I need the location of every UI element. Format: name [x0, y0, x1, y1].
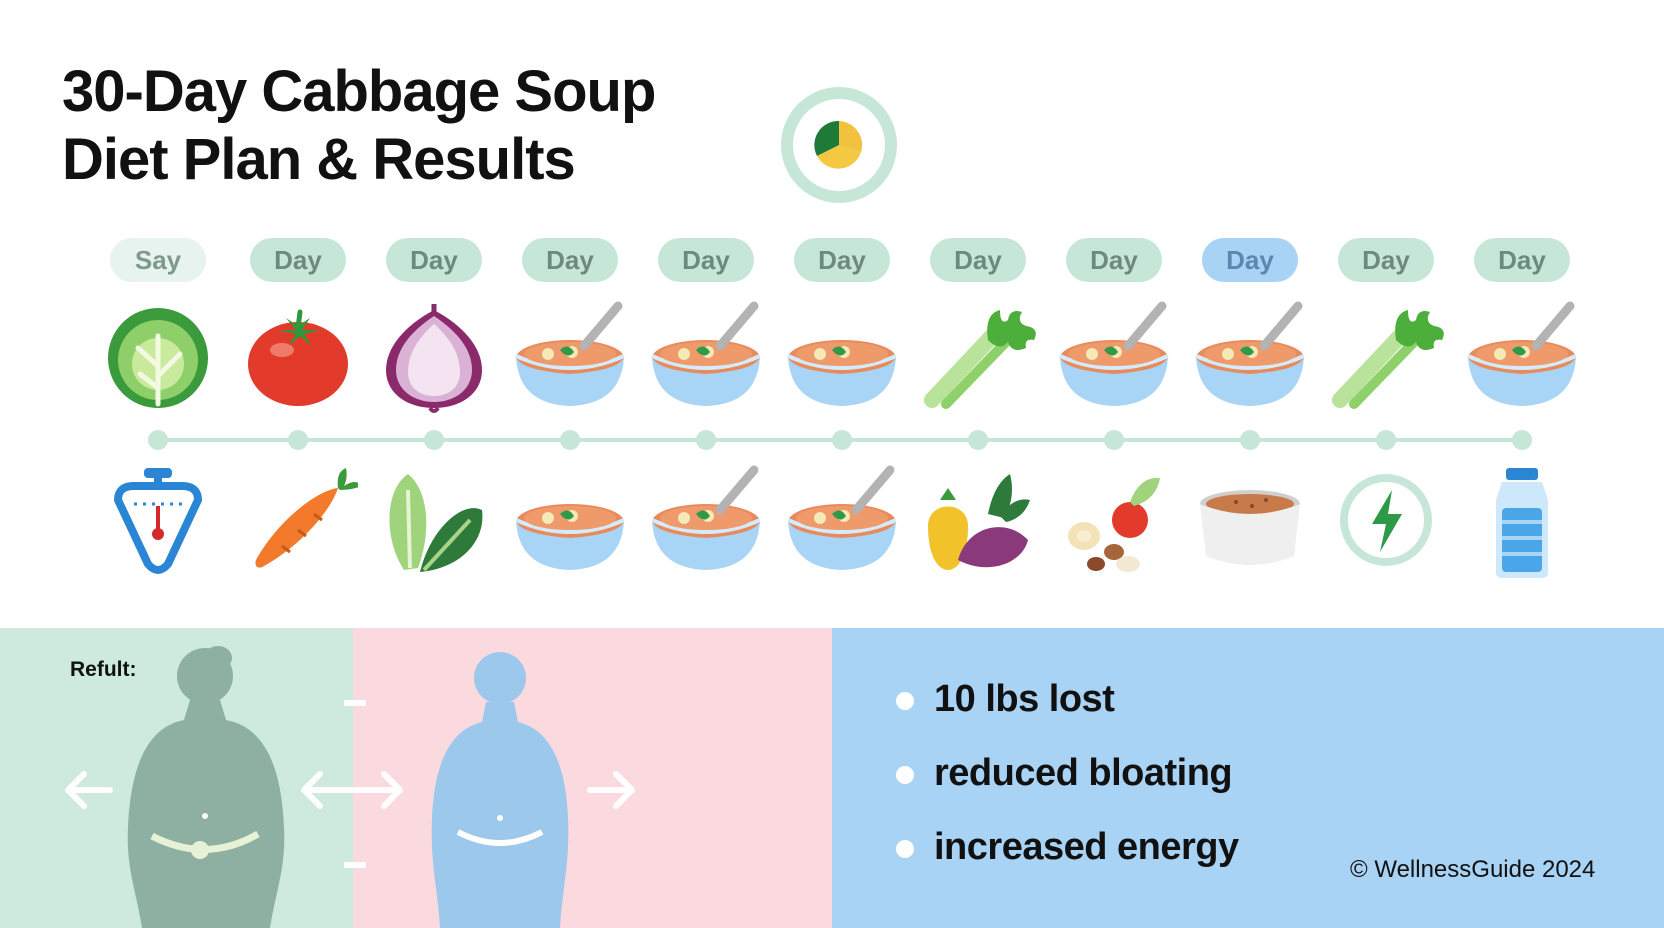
day-pill: Day — [1474, 238, 1570, 282]
day-pill: Day — [1202, 238, 1298, 282]
results-label: Refult: — [70, 658, 137, 681]
soup-bowl-icon — [1054, 296, 1174, 416]
day-pill: Day — [250, 238, 346, 282]
page-title: 30-Day Cabbage Soup Diet Plan & Results — [62, 58, 656, 194]
results-panel — [832, 628, 1664, 928]
timeline-dot — [696, 430, 716, 450]
soup-bowl-icon — [646, 296, 766, 416]
timeline-dot — [560, 430, 580, 450]
day-pill: Day — [1338, 238, 1434, 282]
day-pill: Day — [1066, 238, 1162, 282]
bottom-icon-row — [0, 460, 1664, 580]
left-arrow-icon — [65, 771, 113, 809]
celery-icon — [1326, 296, 1446, 416]
mixed-vegetables-icon — [918, 460, 1038, 580]
after-panel — [353, 628, 832, 928]
tomato-icon — [238, 296, 358, 416]
timeline-dot — [1512, 430, 1532, 450]
celery-icon — [918, 296, 1038, 416]
leafy-greens-icon — [374, 460, 494, 580]
cabbage-icon — [98, 296, 218, 416]
soup-bowl-icon — [510, 296, 630, 416]
day-pill: Day — [930, 238, 1026, 282]
timeline-dot — [1104, 430, 1124, 450]
title-line-2: Diet Plan & Results — [62, 127, 576, 192]
right-arrow-icon — [587, 771, 635, 809]
day-pill: Day — [522, 238, 618, 282]
water-bottle-icon — [1462, 460, 1582, 580]
scale-icon — [98, 460, 218, 580]
timeline-dot — [424, 430, 444, 450]
day-labels-row: Say Day Day Day Day Day Day Day Day Day Day — [0, 238, 1664, 284]
soup-bowl-icon — [646, 460, 766, 580]
timeline-dot — [968, 430, 988, 450]
soup-bowl-plain-icon — [510, 460, 630, 580]
timeline-dot — [832, 430, 852, 450]
fruit-nuts-icon — [1054, 460, 1174, 580]
bullet-icon — [896, 766, 914, 784]
double-arrow-icon — [301, 771, 403, 809]
carrot-icon — [238, 460, 358, 580]
body-comparison — [0, 628, 832, 928]
energy-icon — [1326, 460, 1446, 580]
bullet-icon — [896, 840, 914, 858]
progress-clock-icon — [780, 86, 898, 204]
day-pill: Day — [794, 238, 890, 282]
timeline-dot — [1376, 430, 1396, 450]
soup-bowl-plain-icon — [782, 296, 902, 416]
broth-bowl-icon — [1190, 460, 1310, 580]
after-body-silhouette — [431, 652, 569, 928]
timeline-dot — [1240, 430, 1260, 450]
copyright-text: © WellnessGuide 2024 — [1350, 856, 1596, 883]
title-line-1: 30-Day Cabbage Soup — [62, 59, 656, 124]
top-icon-row — [0, 296, 1664, 416]
soup-bowl-icon — [782, 460, 902, 580]
day-pill: Day — [658, 238, 754, 282]
day-pill: Day — [386, 238, 482, 282]
timeline — [0, 428, 1664, 452]
soup-bowl-icon — [1190, 296, 1310, 416]
soup-bowl-icon — [1462, 296, 1582, 416]
onion-icon — [374, 296, 494, 416]
day-pill: Say — [110, 238, 206, 282]
before-body-silhouette — [127, 646, 285, 928]
bullet-icon — [896, 692, 914, 710]
timeline-dot — [288, 430, 308, 450]
timeline-dot — [148, 430, 168, 450]
